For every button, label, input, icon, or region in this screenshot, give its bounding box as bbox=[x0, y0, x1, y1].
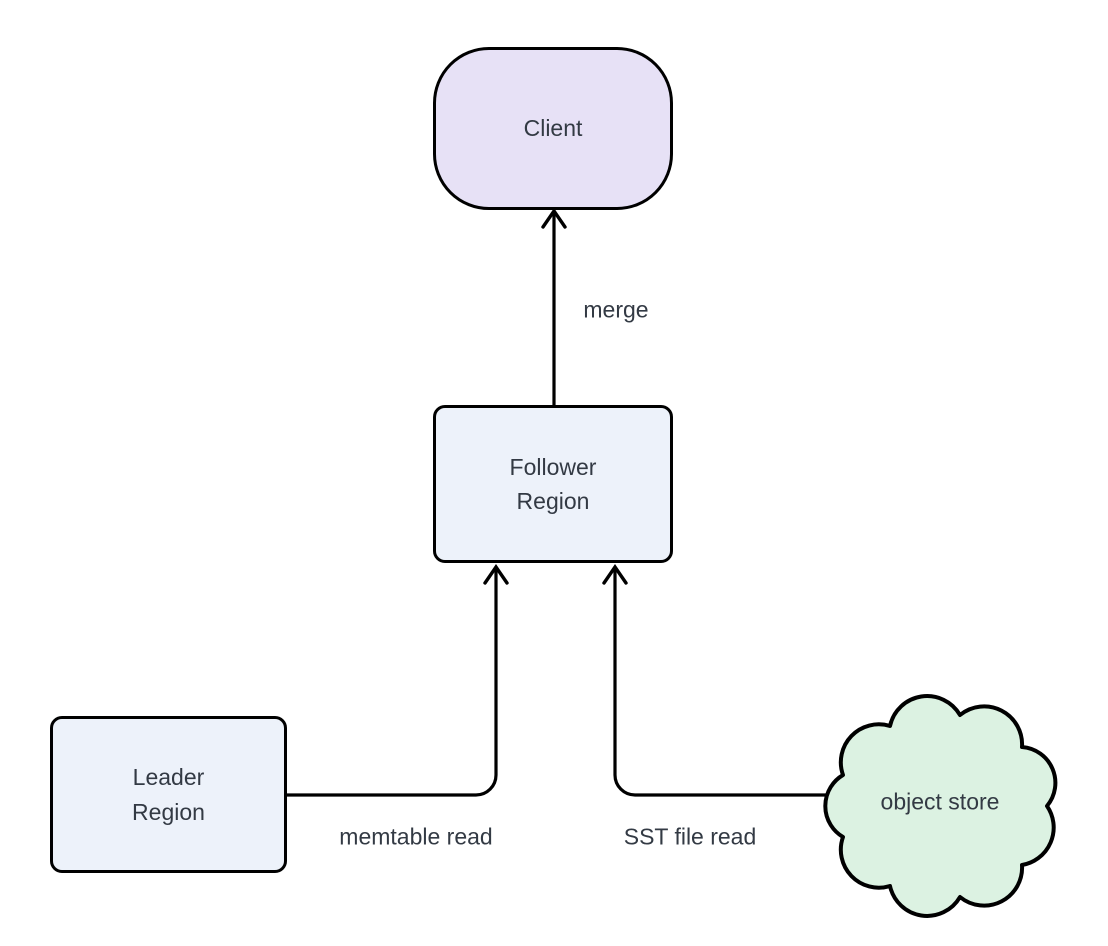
edge-label-memtable-read: memtable read bbox=[336, 823, 496, 851]
node-client: Client bbox=[433, 47, 673, 210]
edge-memtable-read-arrowhead-icon bbox=[483, 563, 509, 585]
cloud-icon bbox=[823, 694, 1058, 918]
edge-label-sst-file-read: SST file read bbox=[620, 823, 760, 851]
edge-memtable-read-line bbox=[287, 570, 498, 797]
edge-memtable-read bbox=[287, 563, 509, 797]
edge-sst-file-read-line bbox=[613, 570, 850, 797]
edge-merge bbox=[541, 207, 567, 405]
edge-sst-file-read bbox=[602, 563, 850, 797]
edge-merge-arrowhead-icon bbox=[541, 207, 567, 229]
edge-label-merge: merge bbox=[580, 296, 652, 324]
node-object-store-label: object store bbox=[880, 788, 1000, 815]
node-follower-region: Follower Region bbox=[433, 405, 673, 563]
edge-sst-file-read-arrowhead-icon bbox=[602, 563, 628, 585]
node-leader-region: Leader Region bbox=[50, 716, 287, 873]
